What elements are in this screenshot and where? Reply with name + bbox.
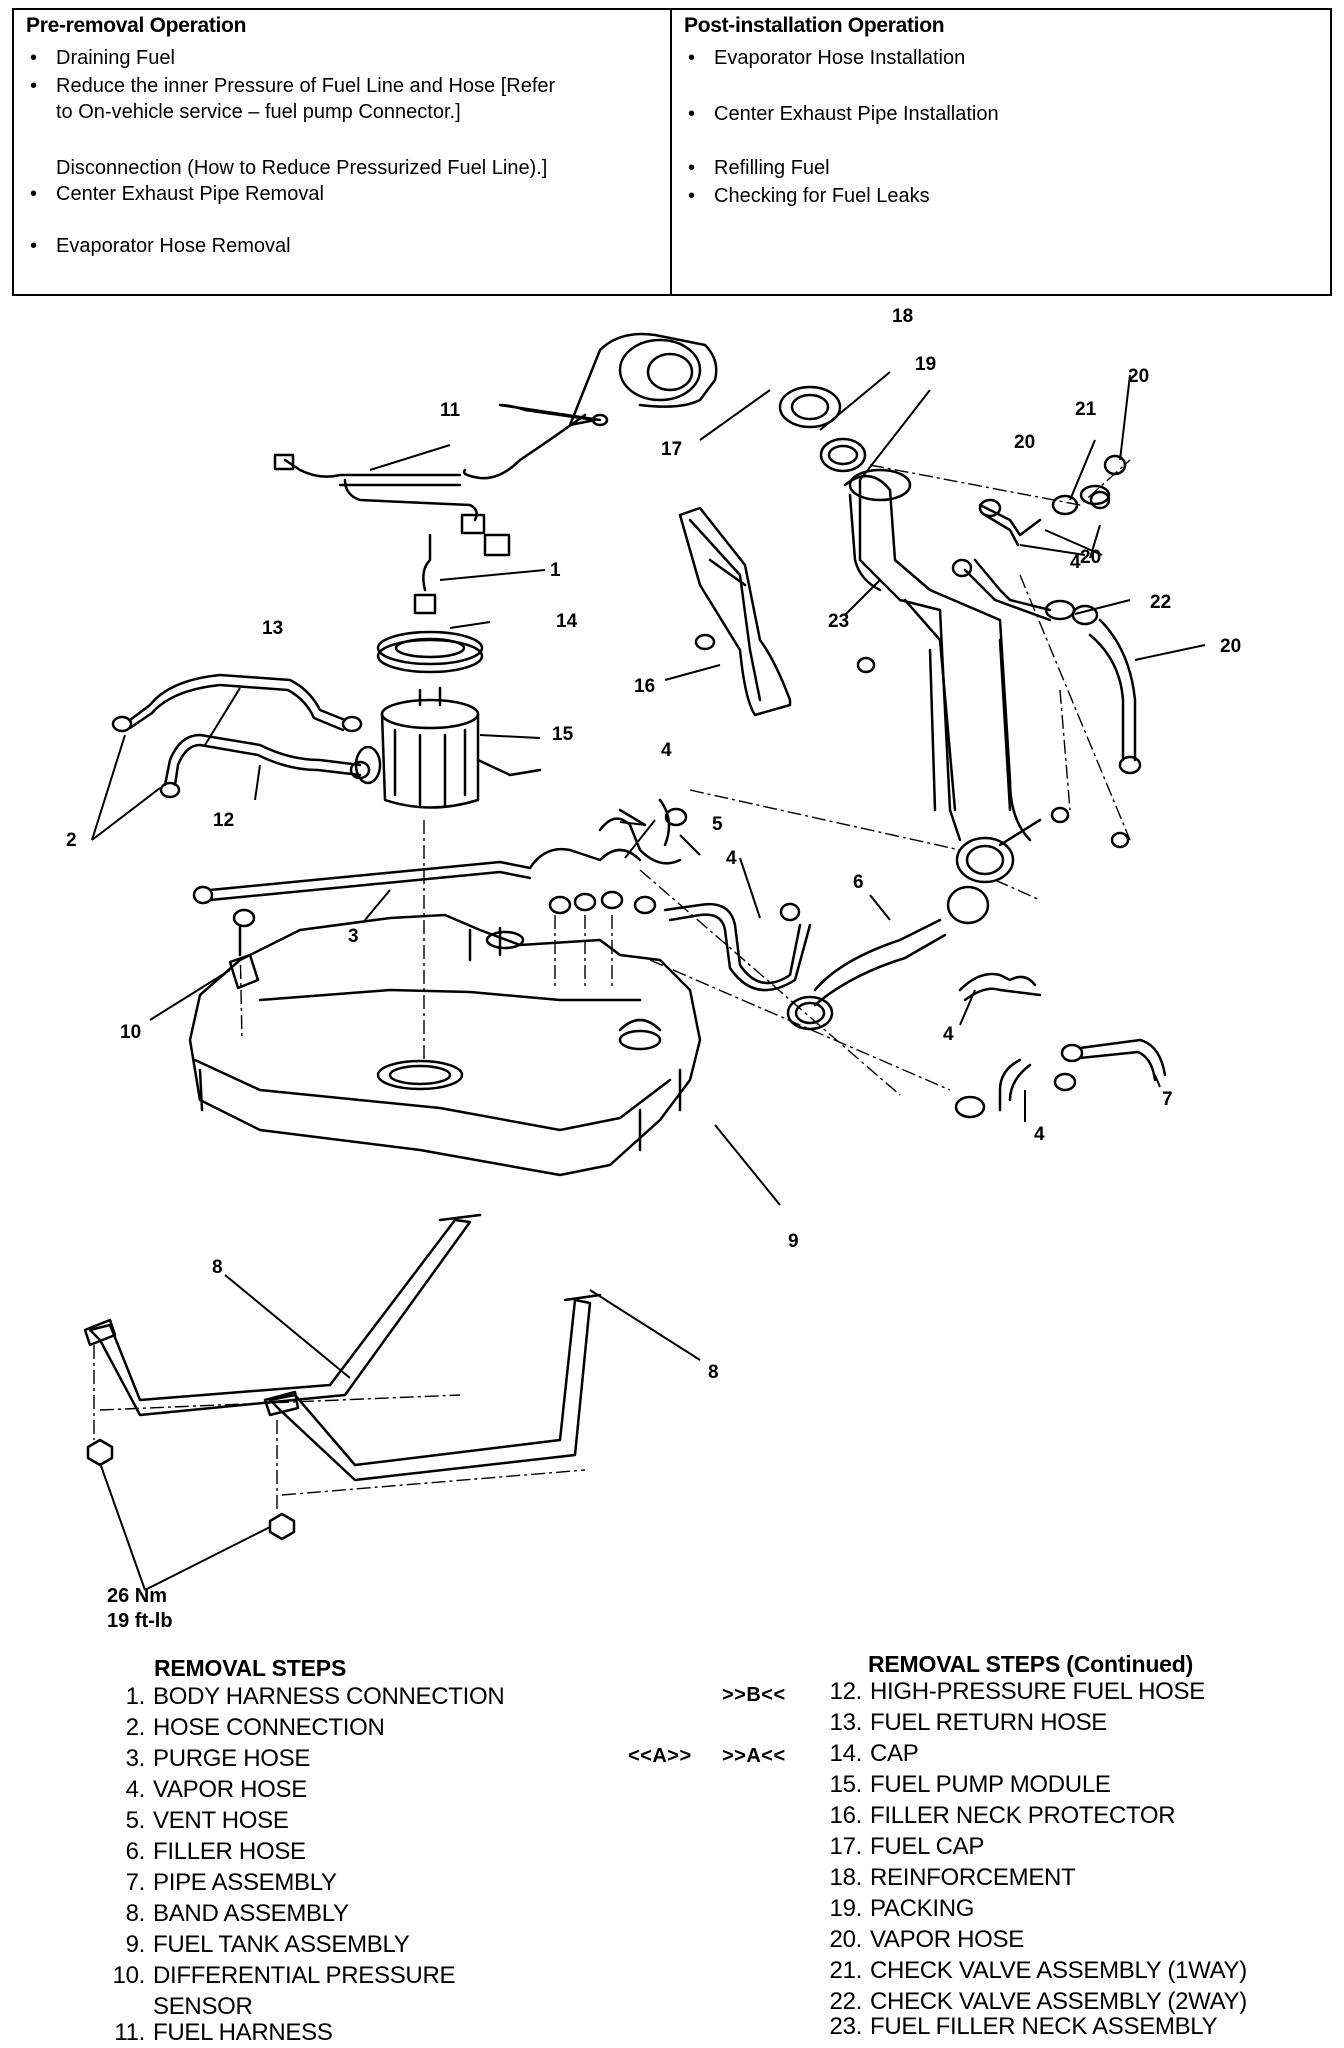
callout-14: 14 (556, 611, 578, 632)
removal-steps-title: REMOVAL STEPS (154, 1655, 347, 1681)
fuel-tank-exploded-diagram: 1 2 3 4 4 4 4 4 5 6 7 8 8 9 10 11 12 13 … (66, 306, 1241, 1591)
callout-13: 13 (262, 618, 283, 639)
fuel-pump-module (354, 686, 542, 809)
callout-16: 16 (634, 676, 655, 697)
pre-removal-title: Pre-removal Operation (26, 14, 247, 37)
callout-22: 22 (1150, 592, 1171, 613)
post-installation-column: Post-installation Operation •Evaporator … (672, 10, 1330, 294)
callout-20: 20 (1220, 636, 1241, 657)
callout-21: 21 (1075, 399, 1097, 420)
callout-20: 20 (1128, 366, 1149, 387)
fuel-filler-neck (843, 468, 1042, 884)
differential-pressure-sensor (228, 908, 260, 990)
callout-20: 20 (1014, 432, 1035, 453)
removal-mark-a: <<A>> (628, 1745, 692, 1767)
reinforcement-ring (778, 385, 842, 429)
check-valve-hoses (951, 454, 1142, 775)
fuel-return-hose (111, 673, 363, 733)
callout-23: 23 (828, 611, 849, 632)
operations-table: Pre-removal Operation •Draining Fuel •Re… (12, 8, 1332, 296)
fuel-harness (273, 453, 511, 615)
callout-18: 18 (892, 306, 913, 327)
pre-item: •Evaporator Hose Removal (30, 235, 291, 257)
post-installation-title: Post-installation Operation (684, 14, 945, 37)
pre-item: Disconnection (How to Reduce Pressurized… (56, 157, 548, 179)
callout-9: 9 (788, 1231, 799, 1252)
callout-17: 17 (661, 439, 682, 460)
callout-8: 8 (212, 1257, 223, 1278)
callout-15: 15 (552, 724, 574, 745)
fuel-tank-band (263, 1293, 602, 1482)
post-item: •Evaporator Hose Installation (688, 47, 966, 69)
filler-neck-protector (678, 506, 792, 717)
packing-ring (819, 437, 867, 473)
post-item: •Center Exhaust Pipe Installation (688, 103, 999, 125)
callout-4: 4 (726, 848, 737, 869)
pre-item: •Center Exhaust Pipe Removal (30, 183, 324, 205)
assembly-center-lines (93, 459, 1131, 1512)
callout-8: 8 (708, 1362, 719, 1383)
callout-12: 12 (213, 810, 234, 831)
callout-5: 5 (712, 814, 723, 835)
purge-hose (192, 860, 532, 905)
callout-2: 2 (66, 830, 77, 851)
callout-19: 19 (915, 354, 936, 375)
post-item: •Refilling Fuel (688, 157, 830, 179)
leader-lines (91, 371, 1206, 1591)
lower-vapor-hose (954, 972, 1167, 1119)
torque-nm: 26 Nm (107, 1585, 168, 1607)
callout-10: 10 (120, 1022, 141, 1043)
callout-4: 4 (943, 1024, 954, 1045)
removal-steps-continued-title: REMOVAL STEPS (Continued) (868, 1651, 1194, 1677)
callout-7: 7 (1162, 1089, 1173, 1110)
pre-item: to On-vehicle service – fuel pump Connec… (56, 101, 461, 123)
fuel-tank-band (83, 1213, 482, 1417)
vapor-hose-cluster (528, 798, 812, 992)
post-item: •Checking for Fuel Leaks (688, 185, 930, 207)
pre-item: •Draining Fuel (30, 47, 175, 69)
pump-cap (376, 630, 484, 674)
fuel-tank (188, 913, 702, 1177)
callout-4: 4 (1070, 552, 1081, 573)
callout-4: 4 (661, 740, 672, 761)
band-mounting-nut (86, 1438, 296, 1541)
callout-1: 1 (550, 560, 561, 581)
pre-removal-column: Pre-removal Operation •Draining Fuel •Re… (14, 10, 672, 294)
high-pressure-fuel-hose (159, 733, 371, 799)
callout-3: 3 (348, 926, 359, 947)
callout-20: 20 (1080, 547, 1101, 568)
filler-hose (786, 885, 990, 1031)
installation-mark-b: >>B<< (722, 1684, 786, 1706)
torque-ftlb: 19 ft-lb (107, 1610, 173, 1632)
callout-6: 6 (853, 872, 864, 893)
installation-mark-a: >>A<< (722, 1745, 786, 1767)
fuel-cap (462, 332, 718, 480)
callout-4: 4 (1034, 1124, 1045, 1145)
callout-11: 11 (440, 400, 461, 421)
pre-item: •Reduce the inner Pressure of Fuel Line … (30, 75, 556, 97)
